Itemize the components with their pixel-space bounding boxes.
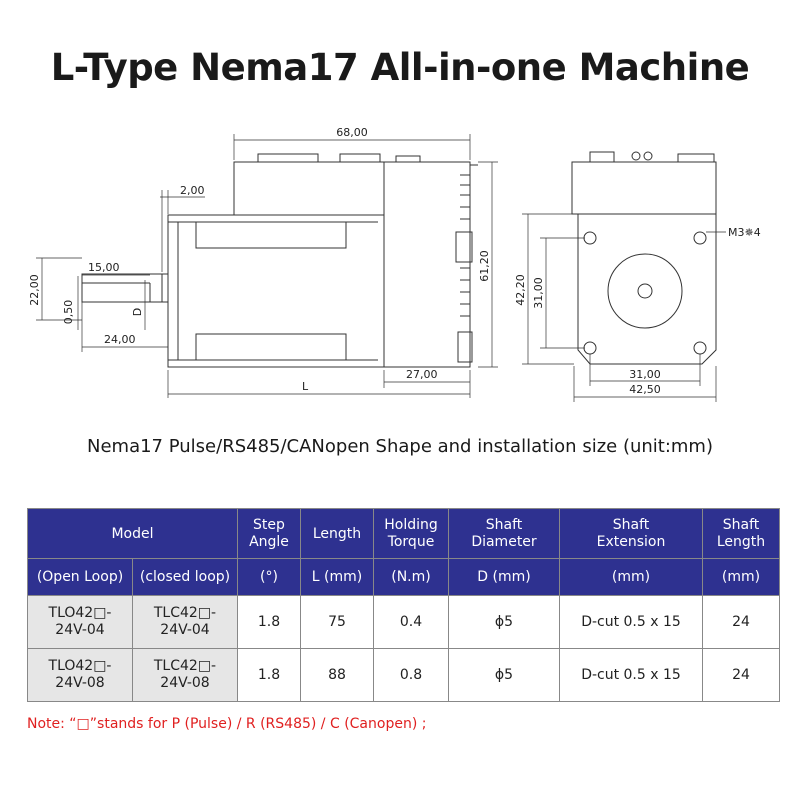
dim-15: 15,00 — [88, 261, 120, 274]
cell-open-model: TLO42□-24V-08 — [27, 648, 133, 702]
dim-27: 27,00 — [406, 368, 438, 381]
mount-hole — [583, 341, 597, 355]
dim-L: L — [302, 380, 309, 393]
cell-closed-model: TLC42□-24V-08 — [132, 648, 238, 702]
mount-hole — [693, 341, 707, 355]
cell-holding-torque: 0.4 — [373, 595, 449, 649]
table-row: TLO42□-24V-04 TLC42□-24V-04 1.8 75 0.4 ϕ… — [27, 595, 780, 649]
footnote: Note: “□”stands for P (Pulse) / R (RS485… — [27, 716, 427, 732]
table-row: TLO42□-24V-08 TLC42□-24V-08 1.8 88 0.8 ϕ… — [27, 648, 780, 702]
unit-shaft-extension: (mm) — [559, 558, 703, 596]
cell-step-angle: 1.8 — [237, 595, 301, 649]
driver-housing — [233, 161, 385, 216]
motor-body — [167, 214, 385, 368]
dim-31-vertical: 31,00 — [532, 277, 545, 309]
driver-top-cap — [257, 153, 319, 163]
dim-24: 24,00 — [104, 333, 136, 346]
boss-circle — [607, 253, 683, 329]
dim-68: 68,00 — [336, 126, 368, 139]
cell-open-model: TLO42□-24V-04 — [27, 595, 133, 649]
cell-closed-model: TLC42□-24V-04 — [132, 595, 238, 649]
dim-D: D — [131, 308, 144, 316]
unit-shaft-diameter: D (mm) — [448, 558, 560, 596]
unit-length: L (mm) — [300, 558, 374, 596]
cell-shaft-diameter: ϕ5 — [448, 595, 560, 649]
mechanical-drawing: 68,00 2,00 15,00 22,00 0,50 D 24,00 L 27… — [28, 126, 761, 402]
dim-m3: M3✵4 — [728, 226, 761, 239]
table-units-row: (Open Loop) (closed loop) (°) L (mm) (N.… — [27, 558, 780, 596]
dim-61-20: 61,20 — [478, 250, 491, 282]
header-length: Length — [300, 508, 374, 559]
mount-hole — [693, 231, 707, 245]
dim-42-20: 42,20 — [514, 274, 527, 306]
shaft-circle — [637, 283, 653, 299]
unit-holding-torque: (N.m) — [373, 558, 449, 596]
header-model: Model — [27, 508, 238, 559]
unit-shaft-length: (mm) — [702, 558, 780, 596]
dim-22: 22,00 — [28, 274, 41, 306]
cell-shaft-extension: D-cut 0.5 x 15 — [559, 648, 703, 702]
dim-0-50: 0,50 — [62, 300, 75, 325]
dim-31-horizontal: 31,00 — [629, 368, 661, 381]
cell-shaft-diameter: ϕ5 — [448, 648, 560, 702]
cell-shaft-length: 24 — [702, 648, 780, 702]
heatsink-fins — [460, 174, 470, 317]
cell-length: 88 — [300, 648, 374, 702]
cell-shaft-length: 24 — [702, 595, 780, 649]
front-driver-housing — [571, 161, 717, 215]
dim-42-50: 42,50 — [629, 383, 661, 396]
unit-open-loop: (Open Loop) — [27, 558, 133, 596]
connector-block — [383, 161, 471, 368]
cell-holding-torque: 0.8 — [373, 648, 449, 702]
cell-length: 75 — [300, 595, 374, 649]
mount-hole — [583, 231, 597, 245]
page-title: L-Type Nema17 All-in-one Machine — [50, 46, 750, 89]
unit-step-angle: (°) — [237, 558, 301, 596]
unit-closed-loop: (closed loop) — [132, 558, 238, 596]
dim-2: 2,00 — [180, 184, 205, 197]
cell-step-angle: 1.8 — [237, 648, 301, 702]
front-flange — [577, 213, 717, 365]
motor-shaft — [81, 273, 169, 303]
drawing-caption: Nema17 Pulse/RS485/CANopen Shape and ins… — [87, 436, 713, 457]
cell-shaft-extension: D-cut 0.5 x 15 — [559, 595, 703, 649]
